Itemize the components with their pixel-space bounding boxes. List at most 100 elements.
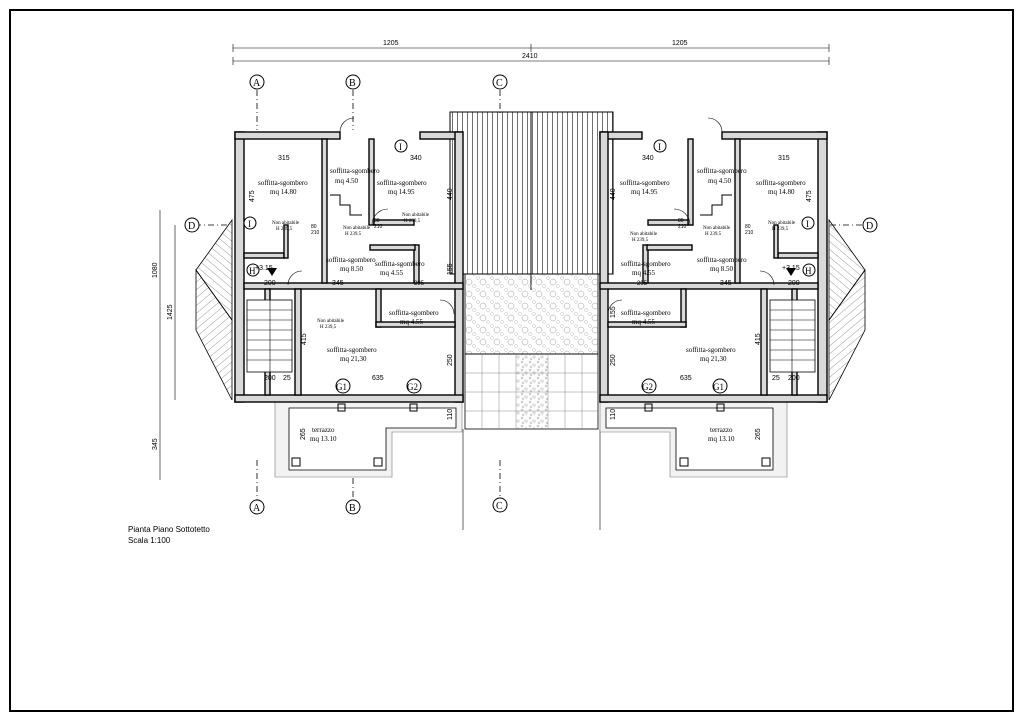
svg-text:+3.15: +3.15	[255, 265, 273, 272]
top-dimensions: 1205 1205 2410	[232, 40, 830, 65]
svg-text:G2: G2	[407, 382, 418, 392]
svg-text:terrazzo: terrazzo	[710, 426, 733, 434]
svg-text:Non abitabile: Non abitabile	[272, 221, 300, 226]
right-unit-walls	[599, 131, 828, 403]
svg-text:mq 13.10: mq 13.10	[310, 435, 337, 443]
svg-text:200: 200	[788, 280, 800, 287]
svg-text:soffitta-sgombero: soffitta-sgombero	[621, 260, 671, 268]
svg-text:mq 4.55: mq 4.55	[632, 269, 655, 277]
svg-text:265: 265	[300, 428, 307, 440]
svg-text:mq 14.95: mq 14.95	[388, 188, 415, 196]
svg-text:H: H	[805, 266, 812, 276]
svg-text:I: I	[248, 219, 251, 229]
svg-text:mq 14.80: mq 14.80	[768, 188, 795, 196]
svg-text:110: 110	[610, 409, 617, 420]
left-dimensions: 1080 1425 345	[152, 210, 176, 480]
svg-text:soffitta-sgombero: soffitta-sgombero	[326, 256, 376, 264]
svg-text:Non abitabile: Non abitabile	[630, 232, 658, 237]
svg-text:H 239,5: H 239,5	[320, 325, 337, 330]
svg-text:soffitta-sgombero: soffitta-sgombero	[756, 179, 806, 187]
svg-text:H 239,5: H 239,5	[632, 238, 649, 243]
svg-text:terrazzo: terrazzo	[312, 426, 335, 434]
svg-text:200: 200	[264, 280, 276, 287]
dim-left-c: 345	[152, 438, 159, 450]
svg-text:mq 4.55: mq 4.55	[400, 318, 423, 326]
svg-text:155: 155	[447, 263, 454, 275]
drawing-frame	[9, 9, 1014, 712]
svg-text:210: 210	[374, 224, 383, 230]
svg-text:200: 200	[788, 375, 800, 382]
svg-text:G1: G1	[713, 382, 724, 392]
svg-text:Non abitabile: Non abitabile	[317, 319, 345, 324]
svg-text:soffitta-sgombero: soffitta-sgombero	[697, 167, 747, 175]
svg-text:440: 440	[610, 188, 617, 200]
svg-text:415: 415	[755, 333, 762, 345]
svg-text:155: 155	[610, 306, 617, 318]
svg-text:340: 340	[410, 155, 422, 162]
dim-total: 2410	[522, 53, 538, 60]
svg-text:295: 295	[414, 281, 425, 287]
drawing-scale: Scala 1:100	[128, 536, 171, 545]
svg-text:475: 475	[249, 190, 256, 202]
svg-text:G2: G2	[642, 382, 653, 392]
svg-text:mq 8.50: mq 8.50	[340, 265, 363, 273]
svg-text:80: 80	[745, 224, 751, 230]
terrace-posts	[291, 403, 771, 467]
left-terrace	[288, 407, 457, 471]
svg-text:H 239,5: H 239,5	[772, 227, 789, 232]
svg-text:110: 110	[447, 409, 454, 420]
axis-a-top: A	[253, 78, 261, 89]
svg-text:295: 295	[637, 281, 648, 287]
svg-text:415: 415	[301, 333, 308, 345]
svg-text:25: 25	[283, 375, 291, 382]
svg-text:210: 210	[678, 224, 687, 230]
axis-a-bottom: A	[253, 503, 261, 514]
central-tile-area	[464, 353, 599, 430]
dim-left-b: 1425	[167, 304, 174, 320]
svg-text:mq 21,30: mq 21,30	[700, 355, 727, 363]
left-unit-walls	[234, 131, 464, 403]
svg-text:soffitta-sgombero: soffitta-sgombero	[375, 260, 425, 268]
svg-text:80: 80	[678, 218, 684, 224]
svg-text:soffitta-sgombero: soffitta-sgombero	[377, 179, 427, 187]
right-room-labels: soffitta-sgombero mq 14.80 Non abitabile…	[620, 167, 806, 443]
svg-text:I: I	[806, 219, 809, 229]
svg-text:250: 250	[610, 354, 617, 366]
svg-text:250: 250	[447, 354, 454, 366]
plan-dimensions: 315 340 340 315 200 345 295 295 345 200 …	[249, 155, 813, 440]
svg-text:440: 440	[447, 188, 454, 200]
axis-c-top: C	[496, 78, 503, 89]
axis-b-top: B	[349, 78, 356, 89]
svg-text:mq 14.95: mq 14.95	[631, 188, 658, 196]
left-stairs	[246, 299, 293, 373]
svg-text:+3.15: +3.15	[782, 265, 800, 272]
svg-text:mq 14.80: mq 14.80	[270, 188, 297, 196]
svg-text:H: H	[249, 266, 256, 276]
axis-b-bottom: B	[349, 503, 356, 514]
dim-top-right: 1205	[672, 40, 688, 47]
svg-text:mq 4.50: mq 4.50	[335, 177, 358, 185]
right-stairs	[769, 299, 816, 373]
svg-text:soffitta-sgombero: soffitta-sgombero	[686, 346, 736, 354]
drawing-title: Pianta Piano Sottotetto	[128, 525, 210, 534]
svg-text:315: 315	[278, 155, 290, 162]
svg-text:I: I	[399, 142, 402, 152]
svg-text:475: 475	[806, 190, 813, 202]
svg-text:635: 635	[372, 375, 384, 382]
svg-text:Non abitabile: Non abitabile	[343, 226, 371, 231]
svg-text:210: 210	[311, 230, 320, 236]
svg-text:345: 345	[720, 280, 732, 287]
svg-text:200: 200	[264, 375, 276, 382]
svg-text:25: 25	[772, 375, 780, 382]
axis-c-bottom: C	[496, 501, 503, 512]
svg-text:soffitta-sgombero: soffitta-sgombero	[389, 309, 439, 317]
svg-text:I: I	[658, 142, 661, 152]
dim-left-a: 1080	[152, 262, 159, 278]
svg-text:80: 80	[374, 218, 380, 224]
svg-text:soffitta-sgombero: soffitta-sgombero	[330, 167, 380, 175]
svg-text:soffitta-sgombero: soffitta-sgombero	[621, 309, 671, 317]
svg-text:mq 8.50: mq 8.50	[710, 265, 733, 273]
svg-text:mq 4.55: mq 4.55	[632, 318, 655, 326]
svg-text:210: 210	[745, 230, 754, 236]
svg-text:Non abitabile: Non abitabile	[768, 221, 796, 226]
